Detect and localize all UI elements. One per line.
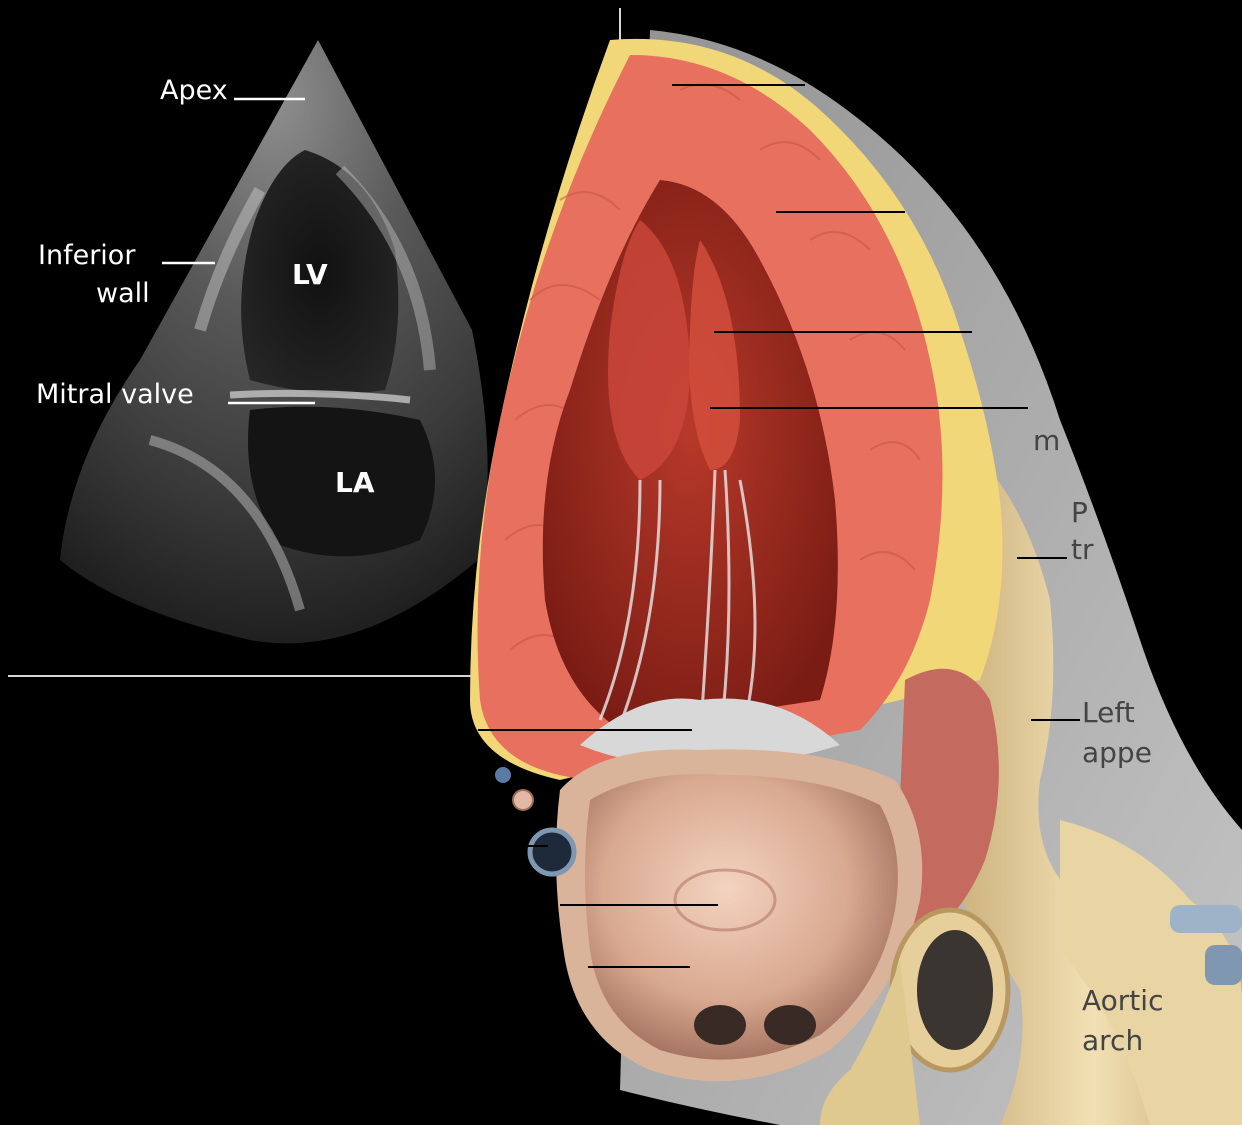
fossa-ovalis xyxy=(673,868,777,932)
mitral-valve-label: Mitral valve xyxy=(36,379,194,410)
apex-label: Apex xyxy=(160,75,228,106)
left-atrium-cavity xyxy=(585,774,898,1060)
heart-cross-section-illustration: m P tr Left appe Aortic arch xyxy=(470,30,1242,1125)
left-atrial-appendage-label-line2: appe xyxy=(1082,736,1152,769)
coronary-sinus xyxy=(527,827,577,877)
inferior-wall-label-line2: wall xyxy=(96,278,150,309)
pulmonary-vein-ostium-1 xyxy=(694,1005,746,1045)
lv-label: LV xyxy=(292,258,328,291)
mitral-valve-echo xyxy=(229,389,411,404)
posterior-wall-echo xyxy=(148,435,305,612)
coronary-vein-small xyxy=(495,767,511,783)
partial-label-p: P xyxy=(1071,496,1088,529)
aortic-arch-vessel xyxy=(1060,820,1242,1125)
lateral-wall-echo xyxy=(335,165,436,371)
mitral-valve-leaflets xyxy=(580,698,840,763)
pulmonary-vein-ostium-2 xyxy=(764,1005,816,1045)
coronary-artery-small xyxy=(512,789,534,811)
left-atrial-appendage-label-line1: Left xyxy=(1082,696,1135,729)
chordae-tendineae xyxy=(598,469,757,741)
la-label: LA xyxy=(335,466,375,499)
aortic-arch-label-line1: Aortic xyxy=(1082,984,1163,1017)
partial-label-m: m xyxy=(1033,424,1060,457)
blue-vessel-stub-2 xyxy=(1205,945,1242,985)
blue-vessel-stub-1 xyxy=(1170,905,1242,933)
partial-label-tr: tr xyxy=(1071,533,1094,566)
papillary-muscle-2 xyxy=(689,240,740,470)
inferior-wall-echo xyxy=(194,187,266,332)
inferior-wall-label-line1: Inferior xyxy=(38,240,136,271)
aortic-arch-label-line2: arch xyxy=(1082,1024,1143,1057)
papillary-muscle-1 xyxy=(608,220,690,480)
la-cavity-shadow xyxy=(248,406,435,557)
lv-cavity-shadow xyxy=(241,150,399,394)
aortic-lumen xyxy=(917,930,993,1050)
aortic-root-wall xyxy=(820,960,920,1125)
left-atrial-appendage xyxy=(897,668,999,940)
